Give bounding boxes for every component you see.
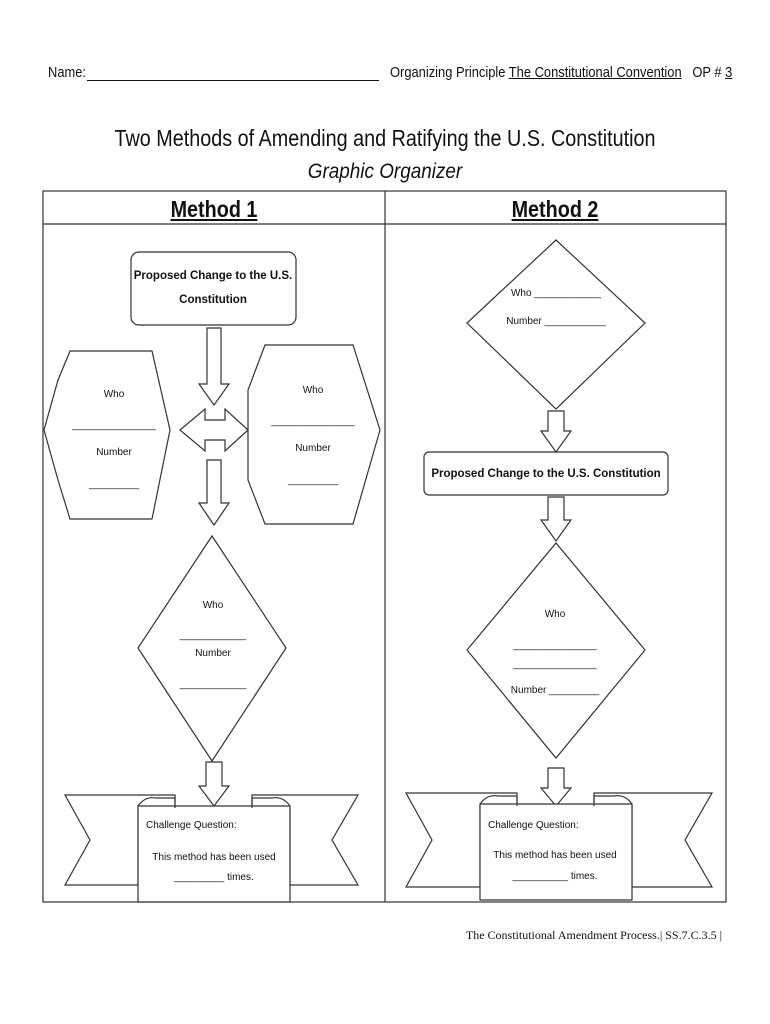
m1-arrow-down-3	[197, 761, 231, 807]
m1-right-hexagon	[247, 344, 381, 525]
m2-top-who: Who ____________	[511, 288, 602, 299]
m1-scroll	[137, 805, 291, 903]
m2-challenge-line2: __________ times.	[511, 871, 597, 882]
m1-left-who: Who	[104, 389, 125, 400]
m1-proposed-line1: Proposed Change to the U.S.	[134, 270, 292, 282]
m1-arrow-down-2	[197, 459, 231, 527]
m2-proposed-label: Proposed Change to the U.S. Constitution	[431, 468, 660, 480]
m2-diamond-blank2: _______________	[512, 659, 597, 670]
m1-diamond-blank2: ____________	[179, 679, 247, 690]
m1-challenge-title: Challenge Question:	[146, 820, 237, 831]
m1-right-blank2: _________	[287, 475, 338, 486]
m1-arrow-down-1	[197, 327, 231, 407]
m1-diamond-who: Who	[203, 600, 224, 611]
method2-heading: Method 2	[511, 196, 599, 222]
m1-diamond	[137, 534, 287, 763]
m1-diamond-number: Number	[195, 648, 231, 659]
organizing-principle: Organizing Principle The Constitutional …	[390, 64, 732, 81]
m1-left-blank1: _______________	[71, 420, 156, 431]
name-label: Name:	[48, 64, 87, 81]
m2-top-number: Number ___________	[506, 316, 606, 327]
m1-right-who: Who	[303, 385, 324, 396]
m2-diamond-number: Number _________	[511, 685, 600, 696]
m1-proposed-line2: Constitution	[179, 294, 247, 306]
principle-label: Organizing Principle	[390, 64, 506, 81]
m1-left-number: Number	[96, 447, 132, 458]
m1-left-hexagon	[43, 350, 171, 520]
m2-arrow-down-1	[539, 410, 573, 454]
m2-challenge-line1: This method has been used	[493, 850, 616, 861]
principle-value: The Constitutional Convention	[508, 64, 682, 81]
m2-diamond-blank1: _______________	[512, 640, 597, 651]
m2-diamond	[466, 542, 646, 759]
m1-proposed-box	[130, 251, 297, 326]
m1-right-blank1: _______________	[270, 416, 355, 427]
m2-arrow-down-3	[539, 767, 573, 807]
m1-double-arrow	[179, 407, 249, 453]
m1-challenge-line1: This method has been used	[152, 852, 275, 863]
m1-challenge-line2: _________ times.	[173, 872, 254, 883]
page-title: Two Methods of Amending and Ratifying th…	[114, 125, 656, 151]
m2-challenge-title: Challenge Question:	[488, 820, 579, 831]
page-footer: The Constitutional Amendment Process.| S…	[465, 928, 722, 942]
m1-right-number: Number	[295, 443, 331, 454]
name-field[interactable]	[87, 80, 379, 81]
m2-arrow-down-2	[539, 496, 573, 543]
m1-left-blank2: _________	[88, 479, 139, 490]
m2-proposed-box	[423, 451, 669, 496]
op-value: 3	[725, 64, 733, 81]
m2-scroll	[479, 803, 633, 901]
method1-heading: Method 1	[170, 196, 258, 222]
m2-top-diamond	[466, 239, 646, 410]
page-subtitle: Graphic Organizer	[307, 160, 463, 183]
m1-diamond-blank1: ____________	[179, 630, 247, 641]
op-label: OP #	[692, 64, 722, 81]
m2-diamond-who: Who	[545, 609, 566, 620]
